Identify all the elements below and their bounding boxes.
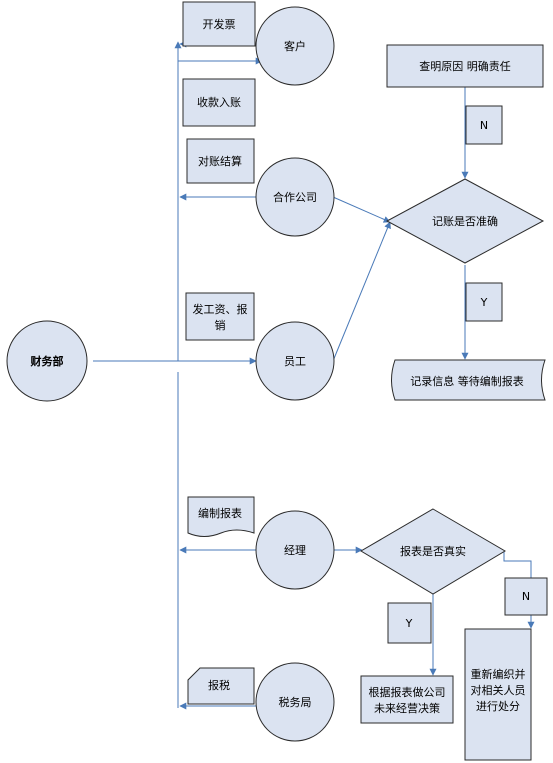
reconciliation-box[interactable]: 对账结算 [186, 138, 255, 184]
prepare-report-box[interactable]: 编制报表 [187, 496, 255, 537]
arrow-employee-to-check [332, 221, 391, 362]
redo-label-line-2: 对相关人员 [471, 683, 526, 697]
pay-wages-label-line-2: 销 [215, 318, 226, 332]
prepare-report-label: 编制报表 [198, 506, 242, 520]
pay-wages-label-line-1: 发工资、报 [193, 302, 248, 316]
y-label-box-1: Y [465, 282, 503, 322]
issue-invoice-label: 开发票 [203, 17, 236, 31]
y-label-2: Y [405, 617, 413, 630]
finance-dept-label: 财务部 [30, 354, 64, 368]
finance-dept-node[interactable]: 财务部 [6, 320, 88, 402]
employee-label: 员工 [284, 355, 306, 368]
arrow-partner-to-check [332, 196, 391, 223]
pay-wages-box[interactable]: 发工资、报 销 [185, 292, 255, 341]
connectors [93, 40, 535, 710]
n-label-box-2: N [504, 577, 548, 616]
employee-node[interactable]: 员工 [255, 321, 335, 401]
tax-filing-label: 报税 [208, 678, 230, 692]
n-label-2: N [522, 590, 530, 603]
customer-node[interactable]: 客户 [255, 6, 335, 86]
accounting-check-diamond[interactable]: 记账是否准确 [385, 178, 545, 264]
tax-bureau-label: 税务局 [279, 695, 312, 709]
accounting-check-label: 记账是否准确 [432, 215, 498, 228]
receipt-posting-box[interactable]: 收款入账 [182, 78, 256, 127]
tax-filing-box[interactable]: 报税 [187, 667, 255, 705]
redo-box[interactable]: 重新编织并 对相关人员 进行处分 [464, 628, 532, 761]
find-cause-label: 查明原因 明确责任 [419, 59, 511, 73]
manager-node[interactable]: 经理 [255, 510, 335, 590]
tax-bureau-node[interactable]: 税务局 [255, 662, 335, 742]
receipt-posting-label: 收款入账 [197, 95, 241, 109]
n-label-1: N [480, 119, 488, 132]
redo-label-line-1: 重新编织并 [471, 667, 526, 681]
record-info-box[interactable]: 记录信息 等待编制报表 [391, 359, 546, 401]
issue-invoice-box[interactable]: 开发票 [182, 1, 256, 47]
partner-company-node[interactable]: 合作公司 [255, 157, 335, 237]
report-true-label: 报表是否真实 [400, 544, 466, 558]
decision-label-line-1: 根据报表做公司 [369, 685, 446, 699]
record-info-label: 记录信息 等待编制报表 [410, 374, 524, 388]
decision-label-line-2: 未来经营决策 [374, 701, 440, 715]
partner-company-label: 合作公司 [273, 190, 317, 204]
manager-label: 经理 [284, 544, 306, 557]
n-label-box-1: N [465, 105, 503, 145]
y-label-1: Y [480, 296, 488, 309]
reconciliation-label: 对账结算 [198, 154, 242, 168]
customer-label: 客户 [284, 39, 306, 53]
y-label-box-2: Y [387, 602, 432, 644]
report-true-diamond[interactable]: 报表是否真实 [360, 508, 506, 595]
find-cause-box[interactable]: 查明原因 明确责任 [386, 44, 544, 88]
decision-box[interactable]: 根据报表做公司 未来经营决策 [360, 675, 454, 724]
redo-label-line-3: 进行处分 [476, 700, 520, 713]
